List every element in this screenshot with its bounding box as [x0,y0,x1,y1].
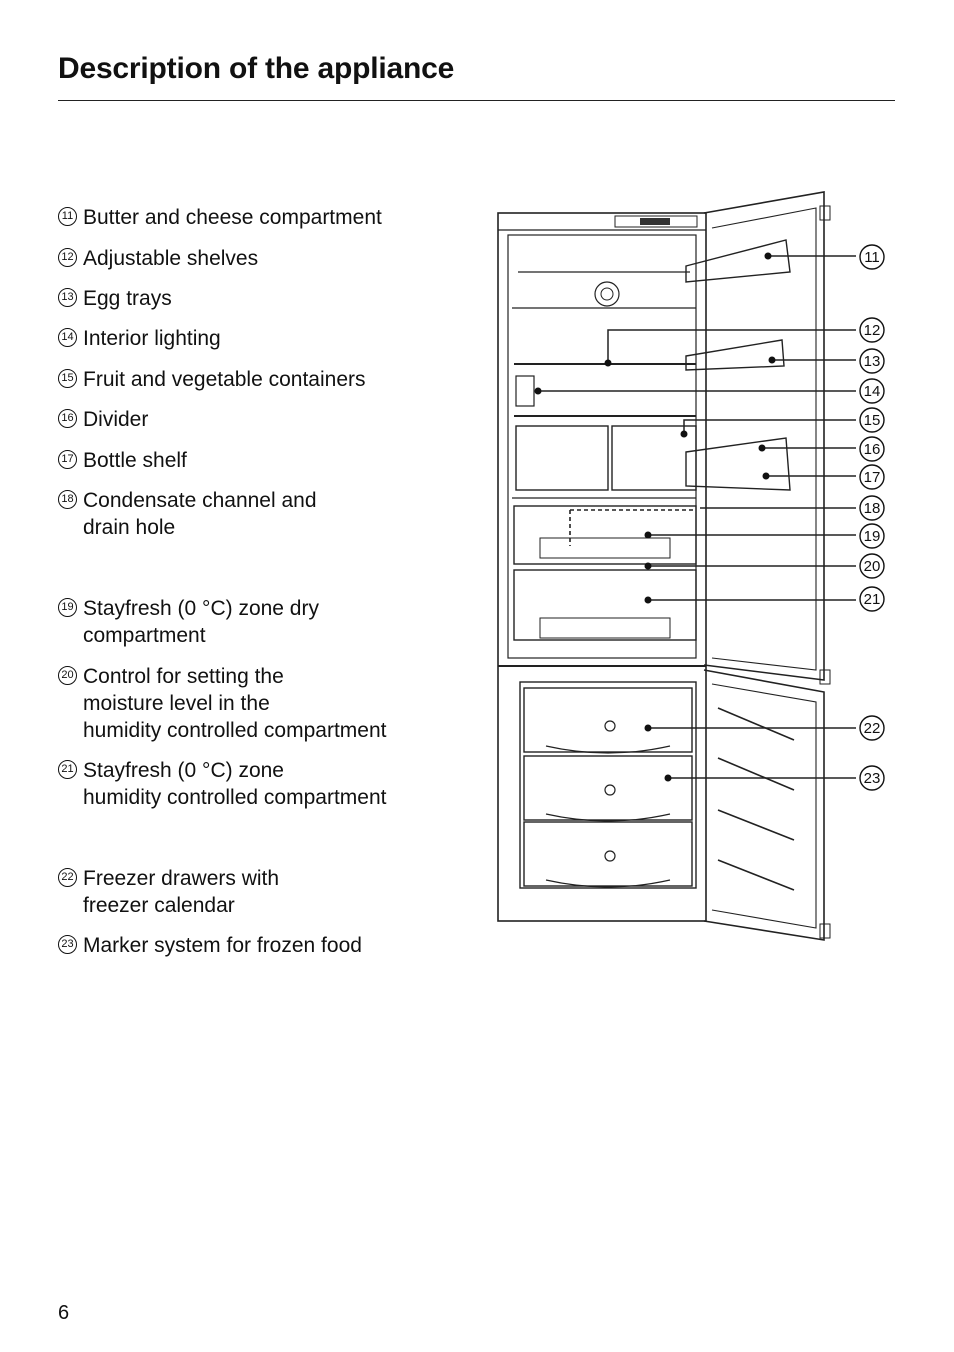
legend-text: Egg trays [83,287,172,310]
egg-tray [685,339,785,371]
callout-number: 22 [58,868,77,887]
stayfresh-humidity-compartment [513,569,697,641]
page-title: Description of the appliance [58,52,455,85]
callout-number: 12 [58,248,77,267]
freezer-drawer-1 [523,687,693,753]
butter-compartment [685,239,791,283]
legend-item-16: 16 Divider [58,406,148,433]
callout-15: 15 [864,412,881,429]
freezer-drawer-3 [523,821,693,887]
legend-text: Bottle shelf [83,449,187,472]
legend-text: compartment [83,624,206,647]
fan-icon [594,281,620,307]
callout-number: 21 [58,760,77,779]
legend-item-11: 11 Butter and cheese compartment [58,204,382,231]
legend-item-13: 13 Egg trays [58,285,172,312]
legend-item-17: 17 Bottle shelf [58,447,187,474]
legend-text: Marker system for frozen food [83,934,362,957]
callout-22: 22 [864,720,881,737]
legend-text: humidity controlled compartment [83,719,387,742]
page-number: 6 [58,1302,70,1324]
callout-18: 18 [864,500,881,517]
callout-number: 16 [58,409,77,428]
legend-item-20: 20 Control for setting the moisture leve… [58,663,386,744]
legend-text: humidity controlled compartment [83,786,387,809]
title-divider [58,100,895,101]
legend-text: Interior lighting [83,327,221,350]
callout-number: 18 [58,490,77,509]
legend-item-12: 12 Adjustable shelves [58,245,258,272]
freezer-frame [519,681,697,889]
callout-17: 17 [864,469,881,486]
freezer-drawer-2 [523,755,693,821]
freezer-door [703,669,825,941]
callout-number: 17 [58,450,77,469]
callout-12: 12 [864,322,881,339]
legend-text: Butter and cheese compartment [83,206,382,229]
interior-light [515,375,535,407]
callout-number: 23 [58,935,77,954]
legend-item-23: 23 Marker system for frozen food [58,932,362,959]
fruit-container-left [515,425,609,491]
callout-21: 21 [864,591,881,608]
callout-number: 15 [58,369,77,388]
legend-item-21: 21 Stayfresh (0 °C) zone humidity contro… [58,757,386,811]
legend-item-14: 14 Interior lighting [58,325,221,352]
fridge-door [703,191,825,681]
legend-text: freezer calendar [83,894,235,917]
fridge-interior [507,234,697,659]
callout-number: 14 [58,328,77,347]
legend-text: Freezer drawers with [83,867,280,890]
callout-number: 13 [58,288,77,307]
legend-item-19: 19 Stayfresh (0 °C) zone dry compartment [58,595,319,649]
callout-20: 20 [864,558,881,575]
callout-13: 13 [864,353,881,370]
legend-item-22: 22 Freezer drawers with freezer calendar [58,865,279,919]
bottle-shelf [685,437,791,491]
control-panel [614,215,698,228]
legend-text: Control for setting the [83,665,284,688]
legend-text: Condensate channel and [83,489,317,512]
legend-text: moisture level in the [83,692,270,715]
legend-text: Stayfresh (0 °C) zone [83,759,284,782]
callout-11: 11 [864,249,880,266]
callout-number: 20 [58,666,77,685]
callout-16: 16 [864,441,881,458]
legend-item-15: 15 Fruit and vegetable containers [58,366,366,393]
callout-number: 11 [58,207,77,226]
appliance-illustration: 11 12 13 14 15 16 17 18 19 20 21 22 23 [497,191,885,941]
legend-text: Adjustable shelves [83,247,259,270]
legend-text: drain hole [83,516,176,539]
legend-item-18: 18 Condensate channel and drain hole [58,487,317,541]
legend-text: Stayfresh (0 °C) zone dry [83,597,319,620]
callout-19: 19 [864,528,881,545]
cabinet-outline [497,212,707,922]
fruit-container-right [611,425,697,491]
callout-23: 23 [864,770,881,787]
callout-number: 19 [58,598,77,617]
legend-text: Fruit and vegetable containers [83,368,366,391]
legend-text: Divider [83,408,149,431]
callout-14: 14 [864,383,881,400]
